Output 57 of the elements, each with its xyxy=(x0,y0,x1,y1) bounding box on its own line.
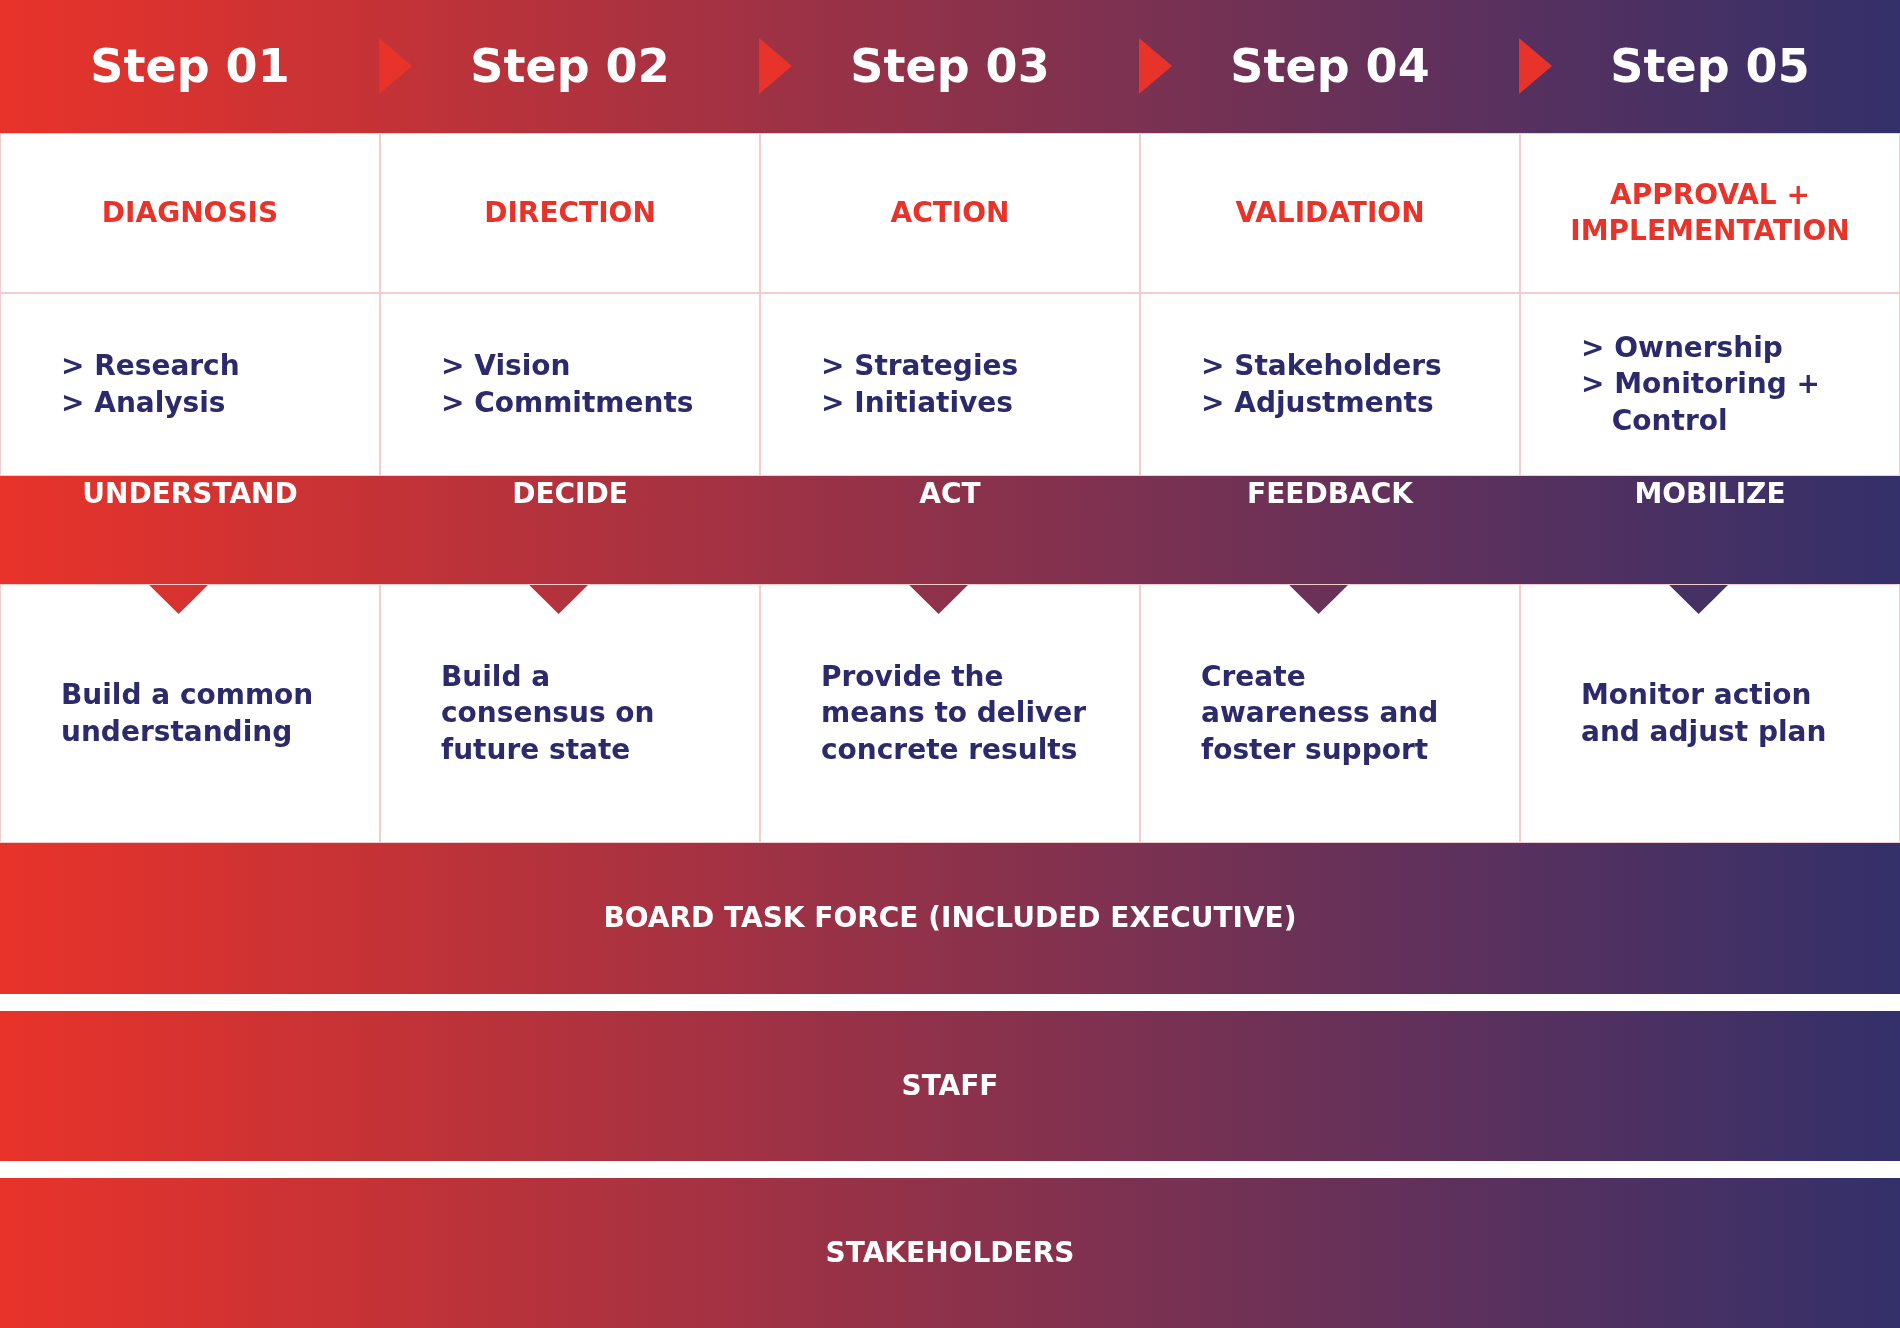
chevron-arrow xyxy=(759,38,792,94)
bullet-list: > Stakeholders xyxy=(1201,348,1479,385)
step-header-label: Step 04 xyxy=(1229,37,1431,95)
bullet-list: > Vision xyxy=(441,348,719,385)
bullet-list: > Analysis xyxy=(61,384,339,421)
bullet-list-cell xyxy=(760,293,1140,476)
chevron-arrow xyxy=(1139,38,1172,94)
bullet-list: > Ownership xyxy=(1581,329,1859,367)
action-band-label: MOBILIZE xyxy=(1633,476,1787,512)
description-text-cell xyxy=(380,584,760,843)
bullet-list: > Initiatives xyxy=(821,384,1099,421)
action-band-label: DECIDE xyxy=(511,476,629,512)
description-text-cell xyxy=(1520,584,1900,843)
bullet-list: > Strategies xyxy=(821,348,1099,385)
description-text: Create awareness and foster support xyxy=(1201,658,1440,768)
description-text-cell xyxy=(1140,584,1520,843)
phase-heading-cell xyxy=(1140,133,1520,293)
bullet-list-cell xyxy=(1520,293,1900,476)
role-band-label: STAKEHOLDERS xyxy=(824,1234,1076,1271)
role-band-label: BOARD TASK FORCE (INCLUDED EXECUTIVE) xyxy=(602,900,1298,937)
phase-heading-cell xyxy=(760,133,1140,293)
description-text-cell xyxy=(760,584,1140,843)
description-text: Build a consensus on future state xyxy=(441,658,656,768)
step-header-label: Step 03 xyxy=(849,37,1051,95)
description-text-cell xyxy=(0,584,380,843)
phase-heading-cell xyxy=(380,133,760,293)
bullet-list-cell xyxy=(380,293,760,476)
bullet-list-cell xyxy=(0,293,380,476)
phase-heading: ACTION xyxy=(889,194,1011,231)
action-band-label: FEEDBACK xyxy=(1246,476,1415,512)
role-band xyxy=(0,1178,1900,1328)
role-band xyxy=(0,1011,1900,1161)
bullet-list: > Commitments xyxy=(441,384,719,421)
role-band-label: STAFF xyxy=(900,1067,1000,1104)
step-header-label: Step 01 xyxy=(89,37,291,95)
step-header-label: Step 05 xyxy=(1609,37,1811,95)
phase-heading-cell xyxy=(0,133,380,293)
phase-heading: DIAGNOSIS xyxy=(100,194,280,231)
bullet-list: > Adjustments xyxy=(1201,384,1479,421)
phase-heading: APPROVAL + IMPLEMENTATION xyxy=(1569,176,1851,249)
phase-heading: VALIDATION xyxy=(1234,194,1426,231)
chevron-arrow xyxy=(379,38,412,94)
description-text: Provide the means to deliver concrete results xyxy=(821,658,1088,768)
action-band-label: UNDERSTAND xyxy=(81,476,299,512)
bullet-list-cell xyxy=(1140,293,1520,476)
bullet-list: > Monitoring + Control xyxy=(1581,366,1859,440)
bullet-list: > Research xyxy=(61,348,339,385)
action-band-label: ACT xyxy=(918,476,982,512)
step-header-label: Step 02 xyxy=(469,37,671,95)
chevron-arrow xyxy=(1519,38,1552,94)
phase-heading: DIRECTION xyxy=(483,194,657,231)
description-text: Monitor action and adjust plan xyxy=(1581,677,1828,750)
phase-heading-cell xyxy=(1520,133,1900,293)
step-header xyxy=(0,0,380,133)
description-text: Build a common understanding xyxy=(61,677,315,750)
role-band xyxy=(0,843,1900,994)
step-header xyxy=(1520,0,1900,133)
